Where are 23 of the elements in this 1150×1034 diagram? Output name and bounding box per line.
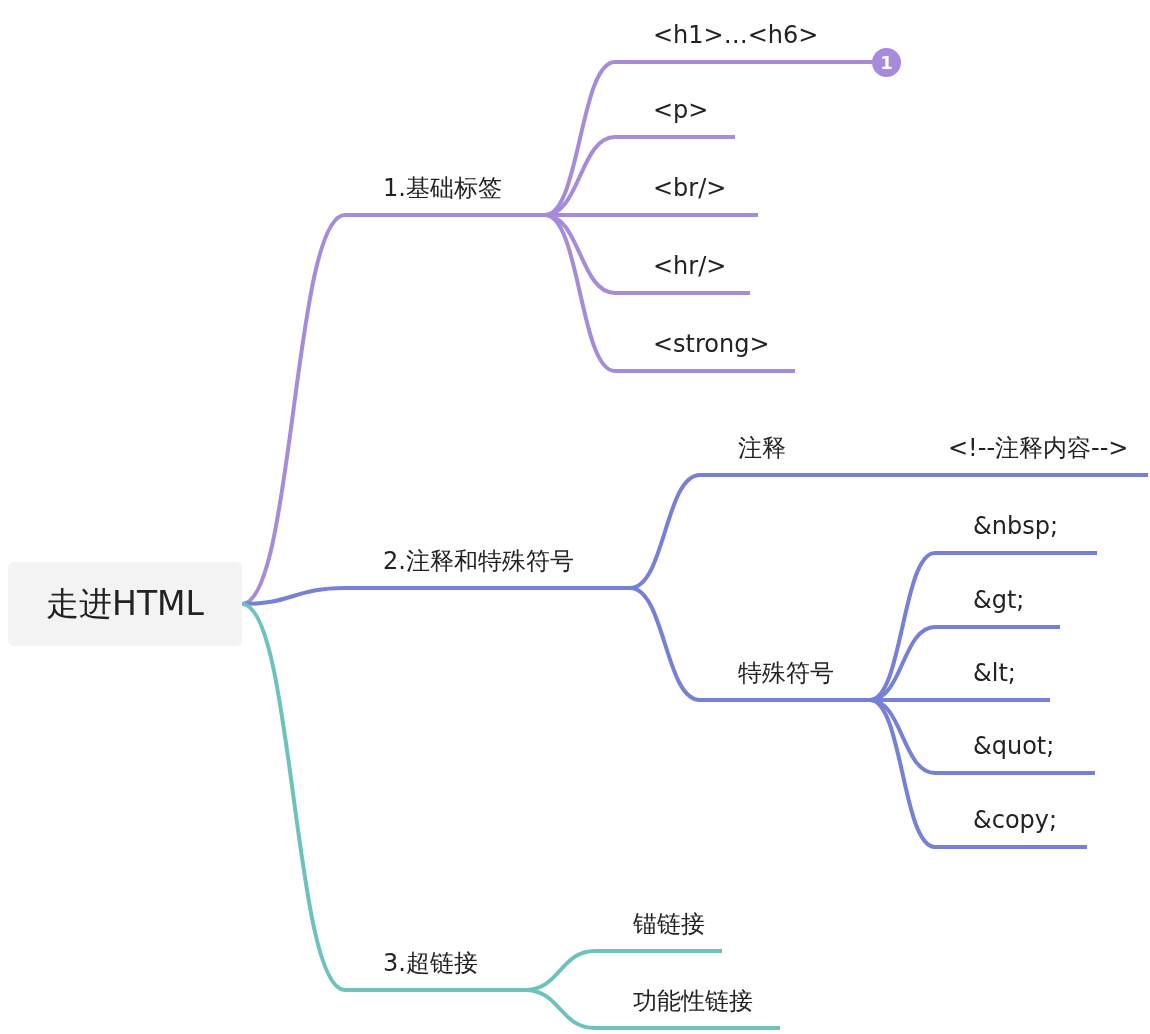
topic-label: &copy; [935, 797, 1087, 849]
callout-number: 1 [872, 48, 901, 77]
branch-line [524, 988, 596, 1030]
topic-label: 特殊符号 [700, 650, 870, 702]
branch-line [629, 586, 701, 702]
topic-label: <br/> [615, 165, 758, 217]
root-topic-box: 走进HTML [8, 562, 242, 646]
topic-label: &nbsp; [935, 503, 1097, 555]
topic-label: <p> [615, 87, 735, 139]
topic-label: <!--注释内容--> [910, 425, 1148, 477]
topic-label: 注释 [700, 425, 870, 477]
topic-label: &lt; [935, 650, 1050, 702]
topic-label: 2.注释和特殊符号 [345, 538, 630, 590]
topic-label: <hr/> [615, 243, 750, 295]
topic-label: 功能性链接 [595, 978, 780, 1030]
branch-line [870, 473, 910, 477]
topic-label: <strong> [615, 321, 795, 373]
topic-label: 1.基础标签 [345, 165, 545, 217]
topic-label: &gt; [935, 577, 1060, 629]
topic-label: &quot; [935, 723, 1095, 775]
branch-line [240, 602, 347, 992]
topic-label: 3.超链接 [345, 940, 525, 992]
topic-label: 锚链接 [595, 901, 722, 953]
